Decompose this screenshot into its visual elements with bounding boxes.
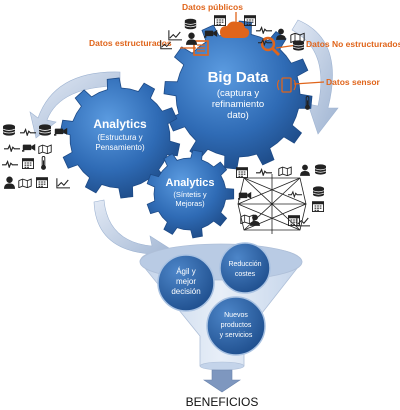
pulse-icon (2, 161, 18, 168)
big-data-line2: refinamiento (212, 99, 264, 110)
bubble-costs-line1: Reducción (228, 261, 261, 268)
person-icon (300, 164, 310, 176)
magnifier-icon (260, 36, 280, 56)
database-icon (38, 124, 52, 136)
pulse-icon (20, 129, 36, 136)
database-icon (2, 124, 16, 136)
bubble-cost-reduction (219, 242, 271, 294)
label-unstructured-data: Datos No estructurados (306, 39, 400, 49)
bubble-agile-line2: mejor (176, 277, 196, 286)
bubble-new-products (206, 296, 266, 356)
bubble-agile-line1: Ágil y (176, 267, 196, 276)
chart-icon (56, 178, 70, 189)
gear-analytics-2 (146, 149, 235, 239)
analytics-1-title: Analytics (93, 117, 147, 131)
pulse-icon (4, 145, 20, 152)
pulse-icon (288, 191, 302, 198)
bubble-products-line1: Nuevos (224, 312, 248, 319)
down-arrow (203, 369, 241, 393)
database-icon (184, 18, 197, 30)
bubble-agile-decision (157, 254, 215, 312)
sensor-icon (276, 77, 297, 93)
bubble-products-line3: y servicios (220, 332, 253, 339)
database-icon (292, 40, 305, 51)
cloud-icon (220, 21, 250, 38)
map-icon (38, 144, 52, 154)
analytics-2-title: Analytics (166, 177, 215, 189)
analytics-2-line2: Mejoras) (175, 199, 205, 208)
calendar-icon (312, 201, 324, 212)
calendar-icon (36, 177, 48, 188)
person-icon (4, 176, 15, 189)
calendar-icon (214, 15, 226, 26)
label-sensor-data: Datos sensor (326, 77, 381, 87)
database-icon (314, 164, 327, 175)
gear-big-data (163, 20, 313, 170)
analytics-1-line2: Pensamiento) (95, 143, 145, 152)
analytics-1-line1: (Estructura y (97, 133, 142, 142)
flow-arrow-right (291, 19, 339, 135)
network-icon (237, 174, 307, 234)
pulse-icon (256, 169, 272, 176)
calendar-icon (22, 158, 34, 169)
structured-source-icon (193, 40, 209, 56)
flow-arrow-left (29, 71, 121, 139)
camera-icon (22, 143, 36, 152)
pulse-icon (256, 27, 272, 34)
big-data-line3: dato) (227, 110, 249, 121)
database-icon (312, 186, 325, 197)
big-data-title: Big Data (208, 69, 270, 86)
map-icon (278, 166, 292, 176)
bubble-agile-line3: decisión (171, 287, 200, 296)
calendar-icon (236, 167, 248, 178)
label-public-data: Datos públicos (182, 2, 243, 12)
map-icon (18, 178, 32, 188)
bubble-products-line2: productos (221, 322, 252, 329)
big-data-line1: (captura y (217, 88, 259, 99)
thermometer-icon (40, 156, 47, 170)
analytics-2-line1: (Síntetis y (173, 190, 207, 199)
label-structured-data: Datos estructurados (89, 38, 172, 48)
benefits-label: BENEFICIOS (186, 395, 259, 409)
bubble-costs-line2: costes (235, 271, 256, 278)
person-icon (186, 32, 197, 45)
